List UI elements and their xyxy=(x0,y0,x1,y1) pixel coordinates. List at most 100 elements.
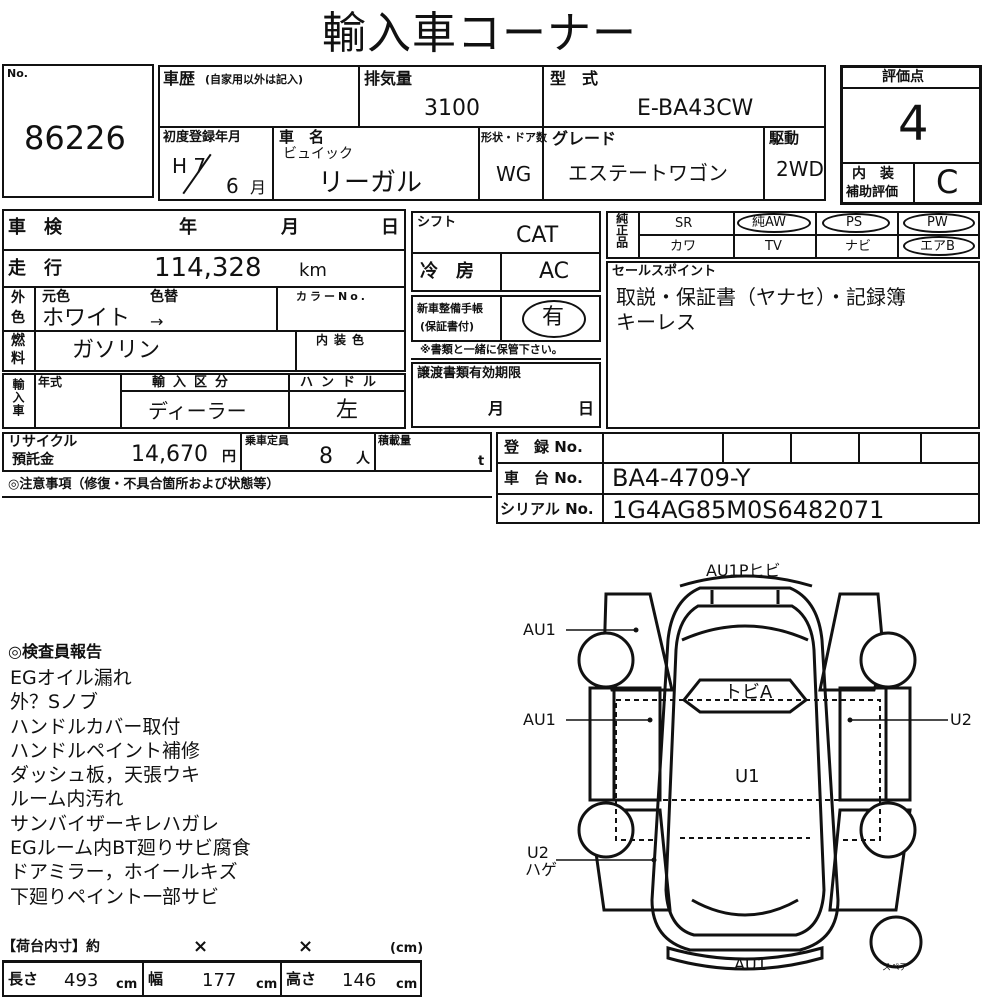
color-change-arrow: → xyxy=(150,312,164,331)
front-right-wheel xyxy=(859,631,917,689)
sales-point-label: セールスポイント xyxy=(612,264,717,279)
load-unit: t xyxy=(478,454,485,469)
equipment-pw-circle xyxy=(903,213,975,233)
cargo-height-value: 146 xyxy=(342,970,377,991)
mileage-unit: km xyxy=(299,260,327,281)
cargo-height-unit: cm xyxy=(396,977,418,992)
equipment-airbag-circle xyxy=(903,236,975,256)
model-label: 型 式 xyxy=(550,69,599,88)
ac-value: AC xyxy=(539,259,570,284)
cargo-x2: × xyxy=(298,936,314,957)
inspector-report-label: ◎検査員報告 xyxy=(8,642,102,661)
recycle-label-2: 預託金 xyxy=(12,452,54,468)
left-door-panel xyxy=(588,686,616,802)
equipment-pw: PW xyxy=(927,215,948,230)
fuel-side-2: 料 xyxy=(11,351,25,367)
mileage-value: 114,328 xyxy=(154,253,262,283)
transfer-day: 日 xyxy=(578,399,595,418)
capacity-label: 乗車定員 xyxy=(245,434,289,447)
chassis-no-value: BA4-4709-Y xyxy=(612,464,751,492)
cargo-dimensions-box xyxy=(2,961,422,997)
score-value: 4 xyxy=(898,96,929,152)
report-line: ルーム内汚れ xyxy=(10,788,124,811)
model-value: E-BA43CW xyxy=(637,96,754,121)
first-registration-label: 初度登録年月 xyxy=(163,130,242,145)
body-type-label: 形状・ドア数 xyxy=(481,131,547,144)
lot-number-box: No. 86226 xyxy=(2,64,154,198)
drive-value: 2WD xyxy=(776,157,824,181)
handle-value: 左 xyxy=(336,398,359,423)
cargo-length-value: 493 xyxy=(64,970,99,991)
import-year-label: 年式 xyxy=(38,375,63,389)
import-row xyxy=(2,373,406,429)
car-brand: ビュイック xyxy=(283,146,353,162)
recycle-row xyxy=(2,432,492,472)
warranty-label-1: 新車整備手帳 xyxy=(417,302,483,315)
inspector-report-list: EGオイル漏れ 外？Sノブ ハンドルカバー取付 ハンドルペイント補修 ダッシュ板… xyxy=(10,666,251,909)
inspection-day: 日 xyxy=(381,217,399,238)
car-cabin-outline xyxy=(664,604,826,937)
transfer-docs-box xyxy=(411,362,601,428)
front-left-wheel xyxy=(577,631,635,689)
shift-value: CAT xyxy=(516,223,559,248)
grade-label: グレード xyxy=(552,129,617,148)
warranty-label-2: (保証書付) xyxy=(420,320,475,333)
serial-no-value: 1G4AG85M0S6482071 xyxy=(612,496,885,524)
damage-rear: AU1 xyxy=(734,955,767,974)
import-category-value: ディーラー xyxy=(148,399,247,423)
drive-label: 駆動 xyxy=(769,129,800,147)
windshield xyxy=(681,624,809,642)
cargo-width-value: 177 xyxy=(202,970,237,991)
import-category-label: 輸入区分 xyxy=(152,375,237,390)
cargo-label: 【荷台内寸】約 xyxy=(2,939,100,955)
sales-point-line-1: 取説・保証書（ヤナセ）・記録簿 xyxy=(616,285,906,309)
report-line: サンバイザーキレハガレ xyxy=(10,812,220,835)
ac-row xyxy=(411,252,601,292)
original-color-label: 元色 xyxy=(42,289,70,305)
vehicle-info-top xyxy=(158,65,826,201)
interior-value: C xyxy=(936,163,959,201)
interior-label-2: 補助評価 xyxy=(846,185,899,200)
warranty-row xyxy=(411,295,601,342)
spare-label: スペア xyxy=(882,963,909,973)
history-note: (自家用以外は記入) xyxy=(205,73,304,86)
damage-right-middle: U2 xyxy=(950,710,972,729)
warranty-value: 有 xyxy=(542,305,565,330)
handle-label: ハンドル xyxy=(300,375,385,390)
cargo-height-label: 高さ xyxy=(286,970,317,988)
load-label: 積載量 xyxy=(378,434,411,447)
right-rear-fender xyxy=(828,808,912,912)
history-label: 車歴 xyxy=(163,69,196,88)
displacement-label: 排気量 xyxy=(364,69,413,88)
import-side: 輸入車 xyxy=(11,378,25,417)
body-type-value: WG xyxy=(496,162,532,186)
serial-no-label: シリアル No. xyxy=(500,500,594,518)
lot-number-label: No. xyxy=(7,67,28,80)
cargo-width-unit: cm xyxy=(256,977,278,992)
car-body-outline xyxy=(650,586,840,952)
interior-label-1: 内 装 xyxy=(852,166,894,182)
color-change-label: 色替 xyxy=(150,289,178,305)
transfer-month: 月 xyxy=(488,399,505,418)
rear-bumper xyxy=(666,946,824,971)
equipment-airbag: エアB xyxy=(920,239,955,254)
inspection-label: 車 検 xyxy=(8,217,62,238)
rear-window xyxy=(691,898,799,917)
left-rear-fender xyxy=(588,808,672,912)
cargo-length-unit: cm xyxy=(116,977,138,992)
warranty-circle xyxy=(522,300,586,338)
equipment-aw-circle xyxy=(737,213,811,233)
displacement-value: 3100 xyxy=(424,96,480,121)
report-line: EGルーム内BT廻りサビ腐食 xyxy=(10,837,251,860)
equipment-sr: SR xyxy=(675,216,693,231)
right-door-panel xyxy=(884,686,912,802)
report-line: ドアミラー，ホイールキズ xyxy=(10,861,238,884)
inspection-year: 年 xyxy=(179,217,197,238)
damage-left-middle: AU1 xyxy=(523,710,556,729)
capacity-unit: 人 xyxy=(356,451,370,467)
spare-tire xyxy=(869,915,923,969)
fuel-row xyxy=(2,330,406,372)
equipment-tv: TV xyxy=(765,239,782,254)
fuel-value: ガソリン xyxy=(72,338,161,363)
equipment-ps-circle xyxy=(822,213,890,233)
